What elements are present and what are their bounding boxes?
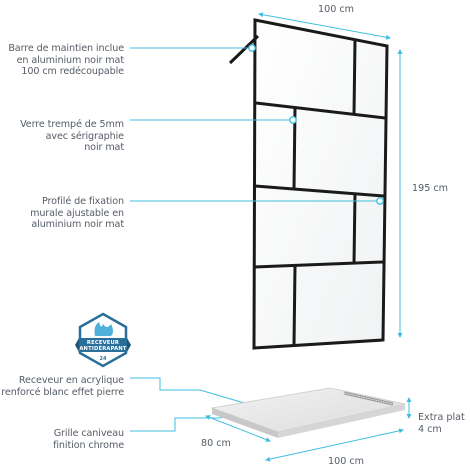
badge-line2: ANTIDÉRAPANT: [79, 344, 127, 352]
stabilizer-bar: [228, 34, 260, 65]
shower-panel: [228, 18, 389, 350]
label-line: en aluminium noir mat: [16, 54, 124, 66]
label-stabilizer-bar: Barre de maintien inclue en aluminium no…: [8, 43, 124, 78]
label-line: renforcé blanc effet pierre: [1, 386, 124, 398]
label-line: noir mat: [84, 142, 124, 154]
panel-width-label: 100 cm: [318, 4, 354, 15]
badge-number: 24: [100, 356, 107, 362]
label-line: finition chrome: [53, 439, 124, 451]
antislip-badge: RECEVEUR ANTIDÉRAPANT 24: [75, 312, 131, 368]
label-line: Grille caniveau: [53, 428, 124, 439]
label-wall-profile: Profilé de fixation murale ajustable en …: [30, 196, 124, 231]
tray-depth-label: 80 cm: [201, 438, 231, 449]
panel-width-dimension: [258, 12, 391, 40]
label-line: Profilé de fixation: [42, 196, 124, 207]
label-glass: Verre trempé de 5mm avec sérigraphie noi…: [20, 119, 124, 154]
label-line: avec sérigraphie: [45, 130, 124, 142]
label-line: Receveur en acrylique: [18, 375, 124, 386]
label-grille: Grille caniveau finition chrome: [53, 428, 124, 451]
grid-line: [253, 260, 384, 269]
grid-line: [292, 265, 297, 346]
water-drop-icon: [94, 322, 113, 336]
grid-line: [254, 184, 385, 198]
label-line: 100 cm redécoupable: [21, 66, 124, 78]
grid-line: [352, 192, 357, 265]
badge-line1: RECEVEUR: [87, 340, 119, 346]
panel-height-label: 195 cm: [412, 183, 448, 194]
extra-flat-line: Extra plat: [418, 412, 465, 423]
tray-dimensions: [205, 397, 412, 462]
grid-line: [352, 39, 357, 115]
tray-width-label: 100 cm: [328, 456, 364, 467]
extra-flat-line: 4 cm: [418, 424, 442, 435]
label-line: aluminium noir mat: [31, 219, 124, 231]
label-line: Barre de maintien inclue: [8, 43, 124, 54]
label-line: Verre trempé de 5mm: [20, 119, 124, 130]
label-line: murale ajustable en: [30, 207, 124, 219]
label-tray: Receveur en acrylique renforcé blanc eff…: [1, 375, 124, 398]
grid-line: [255, 101, 386, 120]
extra-flat-label: Extra plat 4 cm: [418, 412, 465, 436]
shower-tray: [210, 387, 406, 438]
